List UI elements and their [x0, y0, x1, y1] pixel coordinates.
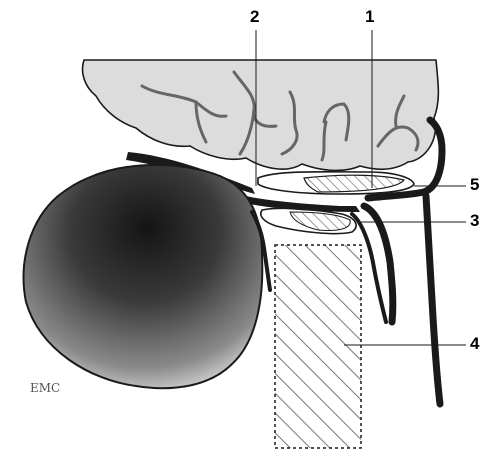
callout-2: 2	[250, 8, 259, 25]
structure-5	[258, 172, 414, 194]
callout-1: 1	[365, 8, 374, 25]
eye-globe	[24, 165, 263, 388]
publisher-watermark: EMC	[30, 381, 60, 395]
structure-4	[275, 245, 361, 448]
structure-3	[261, 208, 356, 233]
callout-5: 5	[470, 176, 479, 193]
callout-4: 4	[470, 335, 479, 352]
callout-3: 3	[470, 212, 479, 229]
